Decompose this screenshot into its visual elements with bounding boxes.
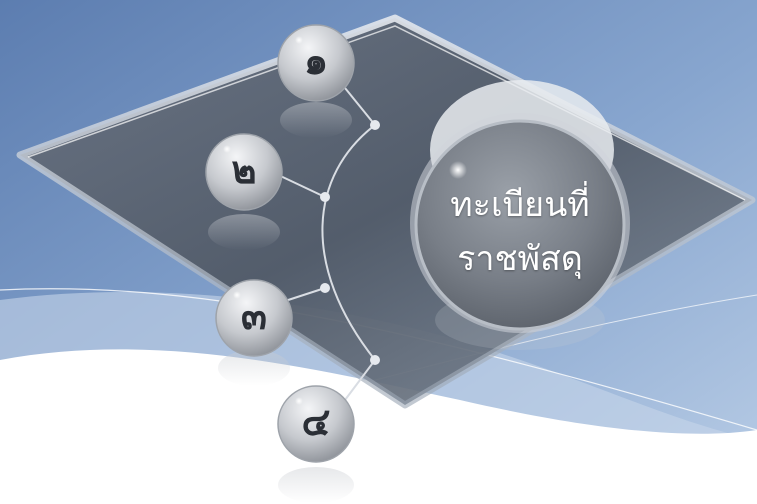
step-sphere-2 bbox=[206, 134, 282, 210]
sphere-reflection bbox=[280, 102, 352, 138]
sphere-reflection bbox=[278, 467, 354, 503]
sparkle-icon bbox=[233, 291, 241, 299]
step-sphere-3 bbox=[216, 280, 292, 356]
sparkle-icon bbox=[223, 145, 231, 153]
step-sphere-4 bbox=[278, 386, 354, 462]
connector-node bbox=[320, 192, 330, 202]
connector-node bbox=[370, 120, 380, 130]
step-sphere-1 bbox=[278, 25, 354, 101]
big-sphere bbox=[416, 121, 624, 329]
sparkle-icon bbox=[449, 161, 467, 179]
connector-node bbox=[320, 283, 330, 293]
sparkle-icon bbox=[295, 397, 303, 405]
connector-node bbox=[370, 355, 380, 365]
sphere-reflection bbox=[208, 214, 280, 250]
sparkle-icon bbox=[295, 36, 303, 44]
